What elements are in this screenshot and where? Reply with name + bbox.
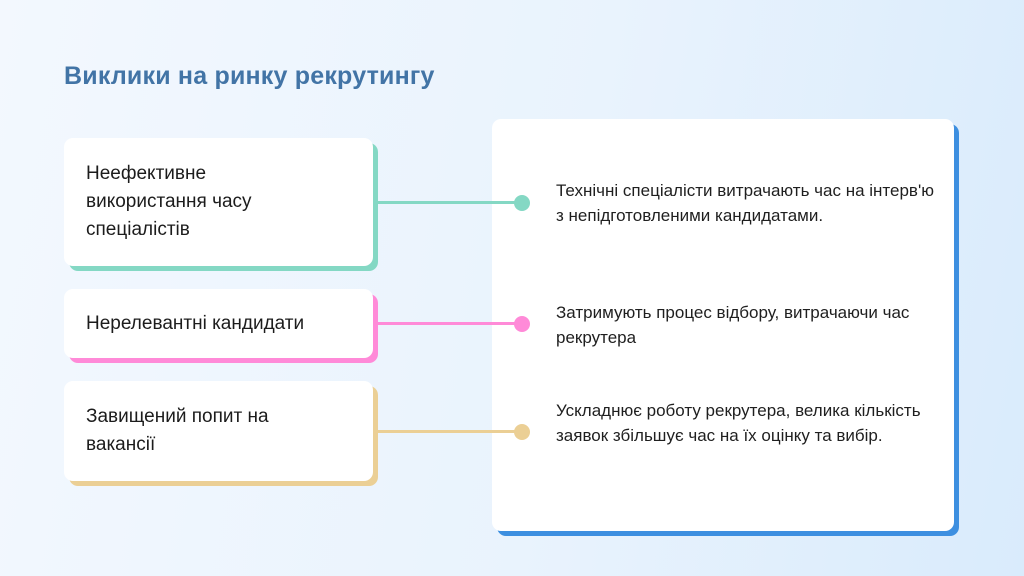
connector-1 xyxy=(373,194,530,211)
descriptions-panel xyxy=(492,119,954,531)
connector-dot xyxy=(514,423,530,440)
challenge-card-1: Неефективне використання часу спеціаліст… xyxy=(64,138,373,266)
challenge-card-3: Завищений попит на вакансії xyxy=(64,381,373,481)
challenge-description-3: Ускладнює роботу рекрутера, велика кільк… xyxy=(556,401,921,445)
challenge-label: Завищений попит на вакансії xyxy=(86,406,269,455)
connector-2 xyxy=(373,315,530,332)
connector-3 xyxy=(373,423,530,440)
connector-dot xyxy=(514,194,530,211)
slide-title: Виклики на ринку рекрутингу xyxy=(64,62,435,90)
challenge-description-2: Затримують процес відбору, витрачаючи ча… xyxy=(556,303,910,347)
challenge-card-2: Нерелевантні кандидати xyxy=(64,289,373,358)
challenge-description-1: Технічні спеціалісти витрачають час на і… xyxy=(556,181,934,225)
challenge-label: Неефективне використання часу спеціаліст… xyxy=(86,163,252,240)
challenge-label: Нерелевантні кандидати xyxy=(86,312,305,334)
connector-dot xyxy=(514,315,530,332)
